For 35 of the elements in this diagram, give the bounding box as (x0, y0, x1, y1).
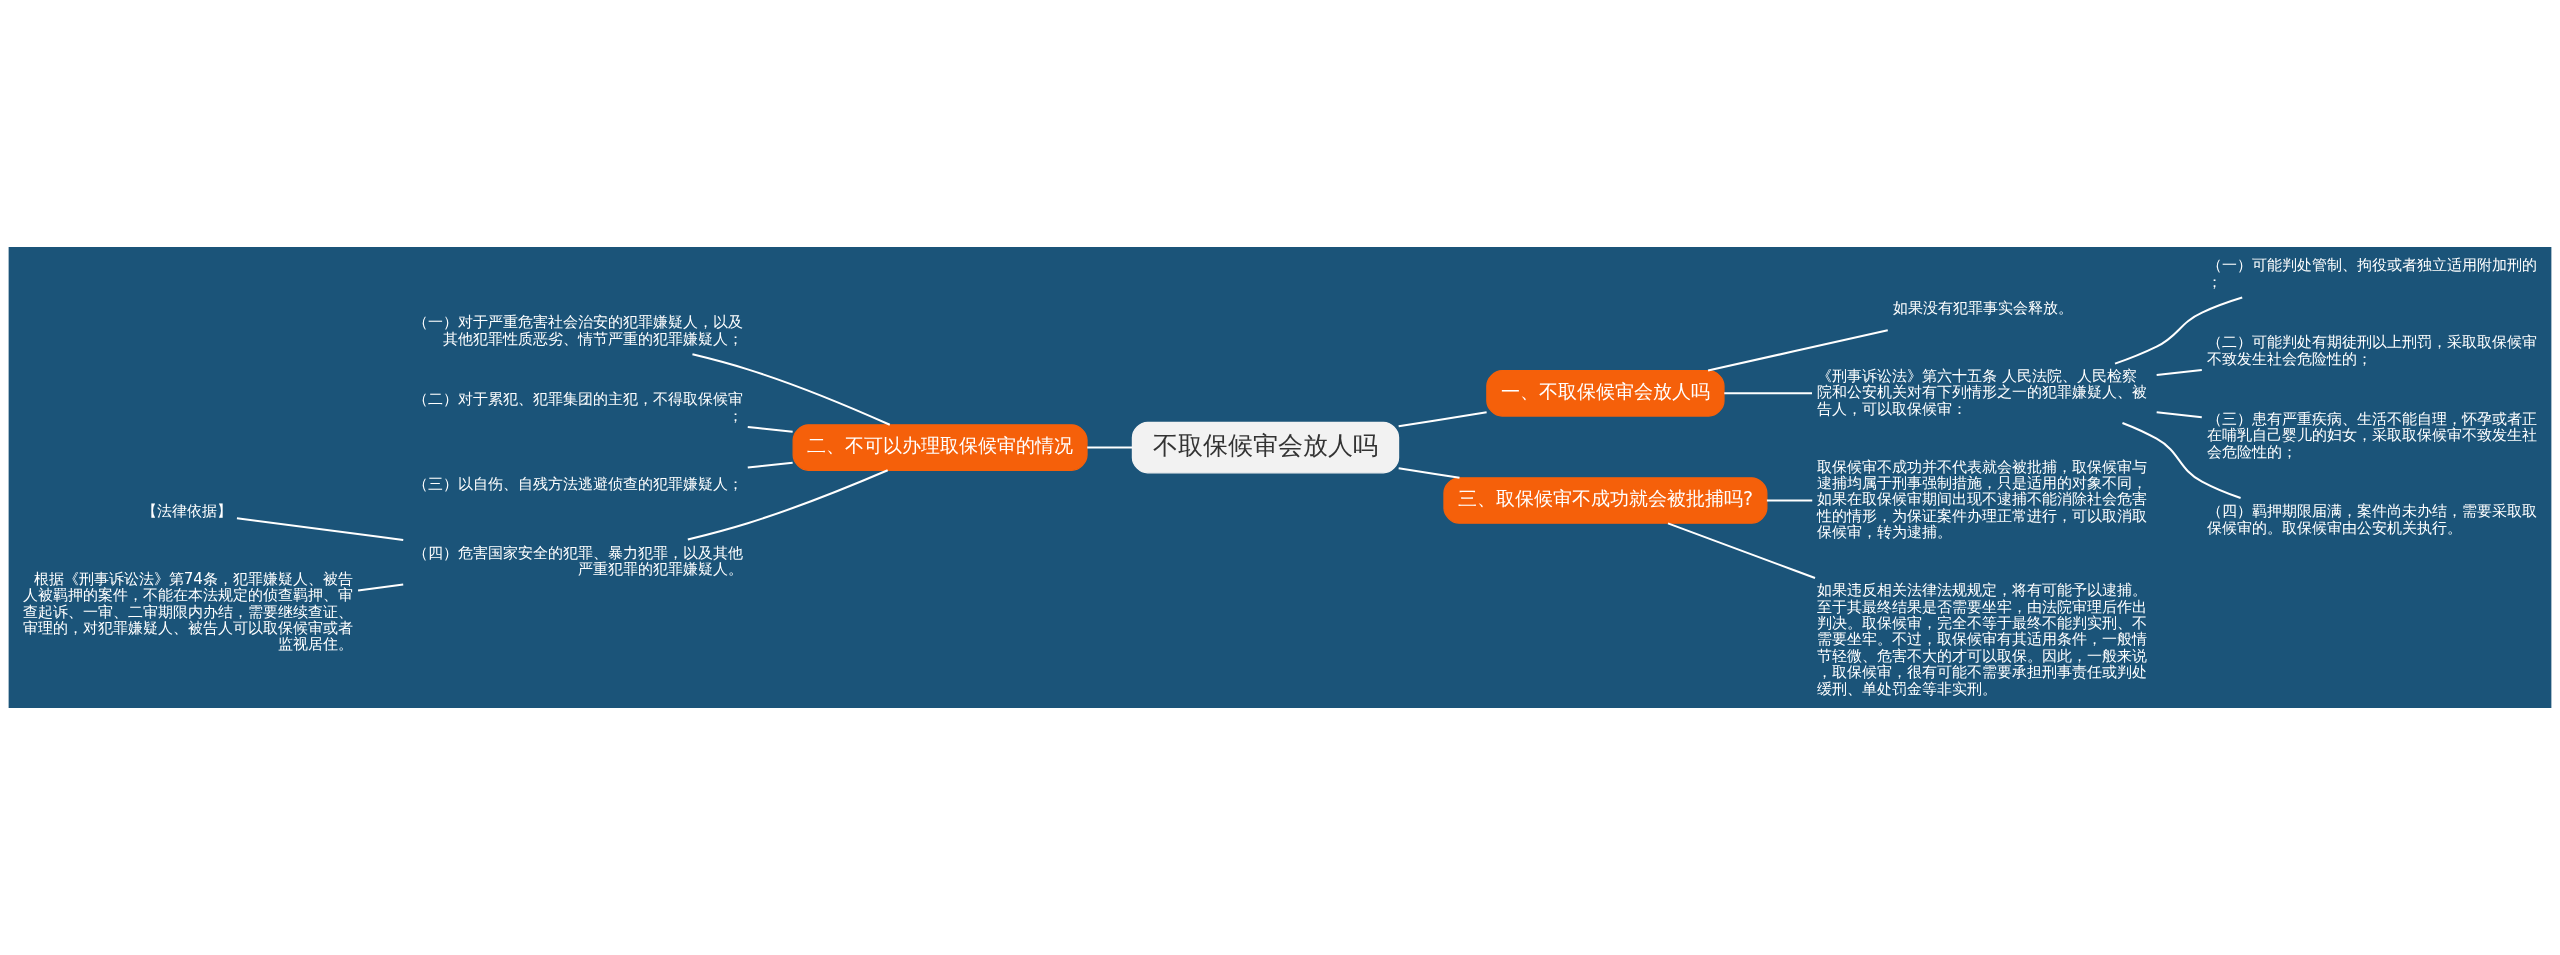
connector (1667, 522, 1816, 579)
node-text: 《刑事诉讼法》第六十五条 人民法院、人民检察院和公安机关对有下列情形之一的犯罪嫌疑人、被告人，可以取保候审： (1817, 366, 2148, 418)
connector (747, 425, 793, 433)
connector (692, 353, 891, 426)
node-text: 如果没有犯罪事实会释放。 (1892, 298, 2073, 317)
node-box: 二、不可以办理取保候审的情况 (792, 424, 1088, 471)
connector (2122, 422, 2241, 499)
connector (357, 583, 404, 592)
connector (1766, 499, 1813, 502)
node-text: （二）可能判处有期徒刑以上刑罚，采取取保候审不致发生社会危险性的； (2207, 333, 2538, 368)
connector (1398, 411, 1487, 428)
node-box: 三、取保候审不成功就会被批捕吗? (1443, 477, 1768, 524)
connector (1724, 392, 1812, 395)
connector (687, 469, 889, 541)
connector (747, 461, 793, 469)
connector (1707, 329, 1888, 372)
connector (2114, 296, 2243, 365)
node-text: 根据《刑事诉讼法》第74条，犯罪嫌疑人、被告人被羁押的案件，不能在本法规定的侦查羁押、审查起诉、一审、二审期限内办结，需要继续查证、审理的，对犯罪嫌疑人、被告人可以取保候审或者监视居住。 (22, 569, 353, 654)
connector (2156, 411, 2202, 419)
node-text: （一）对于严重危害社会治安的犯罪嫌疑人，以及其他犯罪性质恶劣、情节严重的犯罪嫌疑人； (412, 313, 743, 348)
node-text: （三）以自伤、自残方法逃避侦查的犯罪嫌疑人； (412, 475, 743, 494)
node-text: （四）危害国家安全的犯罪、暴力犯罪，以及其他严重犯罪的犯罪嫌疑人。 (412, 544, 743, 579)
connector (1398, 467, 1460, 479)
node-box: 不取保候审会放人吗 (1131, 421, 1400, 474)
connector (236, 517, 404, 542)
connector (2156, 369, 2202, 376)
node-text: 如果违反相关法律法规规定，将有可能予以逮捕。至于其最终结果是否需要坐牢，由法院审理后作出判决。取保候审，完全不等于最终不能判实刑、不需要坐牢。不过，取保候审有其适用条件，一般情节轻微、危害不大的才可以取保。因此，一般来说，取保候审，很有可能不需要承担刑事责任或判处缓刑、单处罚金等非实刑。 (1817, 581, 2148, 698)
node-text: （三）患有严重疾病、生活不能自理，怀孕或者正在哺乳自己婴儿的妇女，采取取保候审不致发生社会危险性的； (2207, 409, 2538, 461)
connector (1087, 446, 1133, 449)
node-box: 一、不取保候审会放人吗 (1486, 370, 1725, 417)
node-text: （二）对于累犯、犯罪集团的主犯，不得取保候审； (412, 390, 743, 425)
node-text: （四）羁押期限届满，案件尚未办结，需要采取取保候审的。取保候审由公安机关执行。 (2207, 502, 2538, 537)
node-text: （一）可能判处管制、拘役或者独立适用附加刑的； (2207, 256, 2538, 291)
node-text: 【法律依据】 (141, 501, 232, 520)
node-text: 取保候审不成功并不代表就会被批捕，取保候审与逮捕均属于刑事强制措施，只是适用的对象不同，如果在取保候审期间出现不逮捕不能消除社会危害性的情形，为保证案件办理正常进行，可以取消取保候审，转为逮捕。 (1817, 457, 2148, 542)
